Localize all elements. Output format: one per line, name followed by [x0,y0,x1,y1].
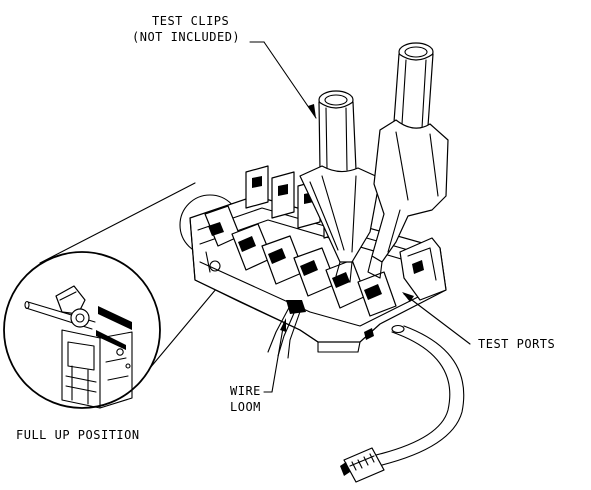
cable [371,324,465,467]
test-clip-left [299,90,381,283]
label-wire-line1: WIRE [230,384,261,398]
module-row [204,205,397,317]
modular-plug [340,447,385,483]
wire-loom [267,300,306,359]
label-full-up-position: FULL UP POSITION [16,428,140,442]
test-clip-right [367,42,449,279]
label-test-clips-line1: TEST CLIPS [152,14,230,28]
detail-tangent-upper [39,182,196,264]
label-test-clips-line2: (NOT INCLUDED) [132,30,241,44]
label-wire-line2: LOOM [230,400,261,414]
detail-lever [24,285,132,350]
detail-callout [3,182,241,409]
leader-test-clips [249,41,317,119]
label-test-ports: TEST PORTS [478,337,556,351]
detail-circle [3,251,161,409]
detail-housing [61,329,133,409]
leader-wire-loom [263,318,286,393]
leader-test-ports [402,292,471,345]
